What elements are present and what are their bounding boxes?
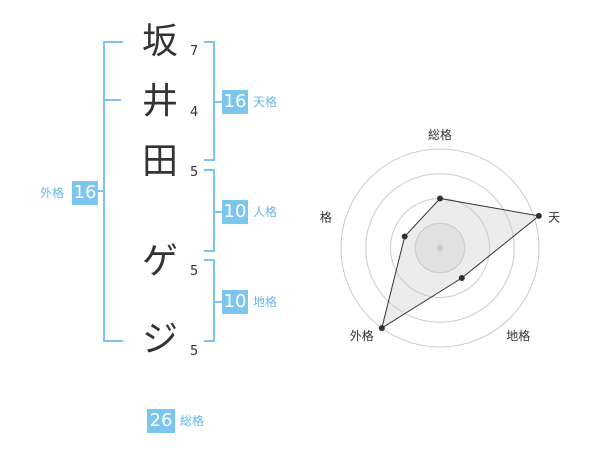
radar-axis-label: 地格 xyxy=(506,328,530,343)
tenkaku-bracket-connector xyxy=(213,101,222,103)
gaikaku-value: 16 xyxy=(72,181,98,205)
stroke-count-3: 5 xyxy=(190,165,199,180)
soukaku-value: 26 xyxy=(147,409,175,433)
gaikaku-bracket-connector xyxy=(97,190,105,192)
soukaku-label: 総格 xyxy=(180,414,205,428)
chikaku-bracket-connector xyxy=(213,301,222,303)
gaikaku-bracket-inner-tick xyxy=(105,99,121,101)
radar-axis-label: 総格 xyxy=(428,127,452,142)
radar-center-dot xyxy=(437,245,443,251)
tenkaku-label: 天格 xyxy=(253,95,278,109)
radar-point-5 xyxy=(401,233,408,240)
stroke-count-1: 7 xyxy=(190,44,199,59)
stroke-count-4: 5 xyxy=(190,264,199,279)
tenkaku-value: 16 xyxy=(222,90,248,114)
chikaku-label: 地格 xyxy=(253,295,278,309)
fortune-radar-chart: 総格天格地格 外格 人格 xyxy=(320,127,560,348)
chikaku-value: 10 xyxy=(222,290,248,314)
name-char-2: 井 xyxy=(141,81,178,122)
gaikaku-bracket xyxy=(103,41,123,342)
radar-point-1 xyxy=(437,195,443,202)
radar-axis-label: 外格 xyxy=(350,328,374,343)
radar-point-3 xyxy=(458,275,465,282)
name-char-5: ジ xyxy=(141,319,178,360)
radar-series-polygon xyxy=(381,197,541,330)
jinkaku-label: 人格 xyxy=(253,205,278,219)
chikaku-bracket xyxy=(204,259,215,342)
jinkaku-bracket xyxy=(204,169,215,252)
radar-point-4 xyxy=(378,325,385,332)
radar-grid-ring xyxy=(365,173,515,323)
radar-grid-ring xyxy=(340,148,540,348)
gaikaku-label: 外格 xyxy=(40,186,65,200)
radar-axis-label: 天格 xyxy=(548,209,560,224)
jinkaku-bracket-connector xyxy=(213,211,222,213)
radar-point-2 xyxy=(535,212,542,219)
stroke-count-2: 4 xyxy=(190,105,199,120)
jinkaku-value: 10 xyxy=(222,200,248,224)
name-char-3: 田 xyxy=(141,141,178,182)
stroke-count-5: 5 xyxy=(190,344,199,359)
name-char-4: ゲ xyxy=(141,241,178,282)
radar-axis-label: 人格 xyxy=(320,209,332,224)
name-char-1: 坂 xyxy=(141,21,178,62)
